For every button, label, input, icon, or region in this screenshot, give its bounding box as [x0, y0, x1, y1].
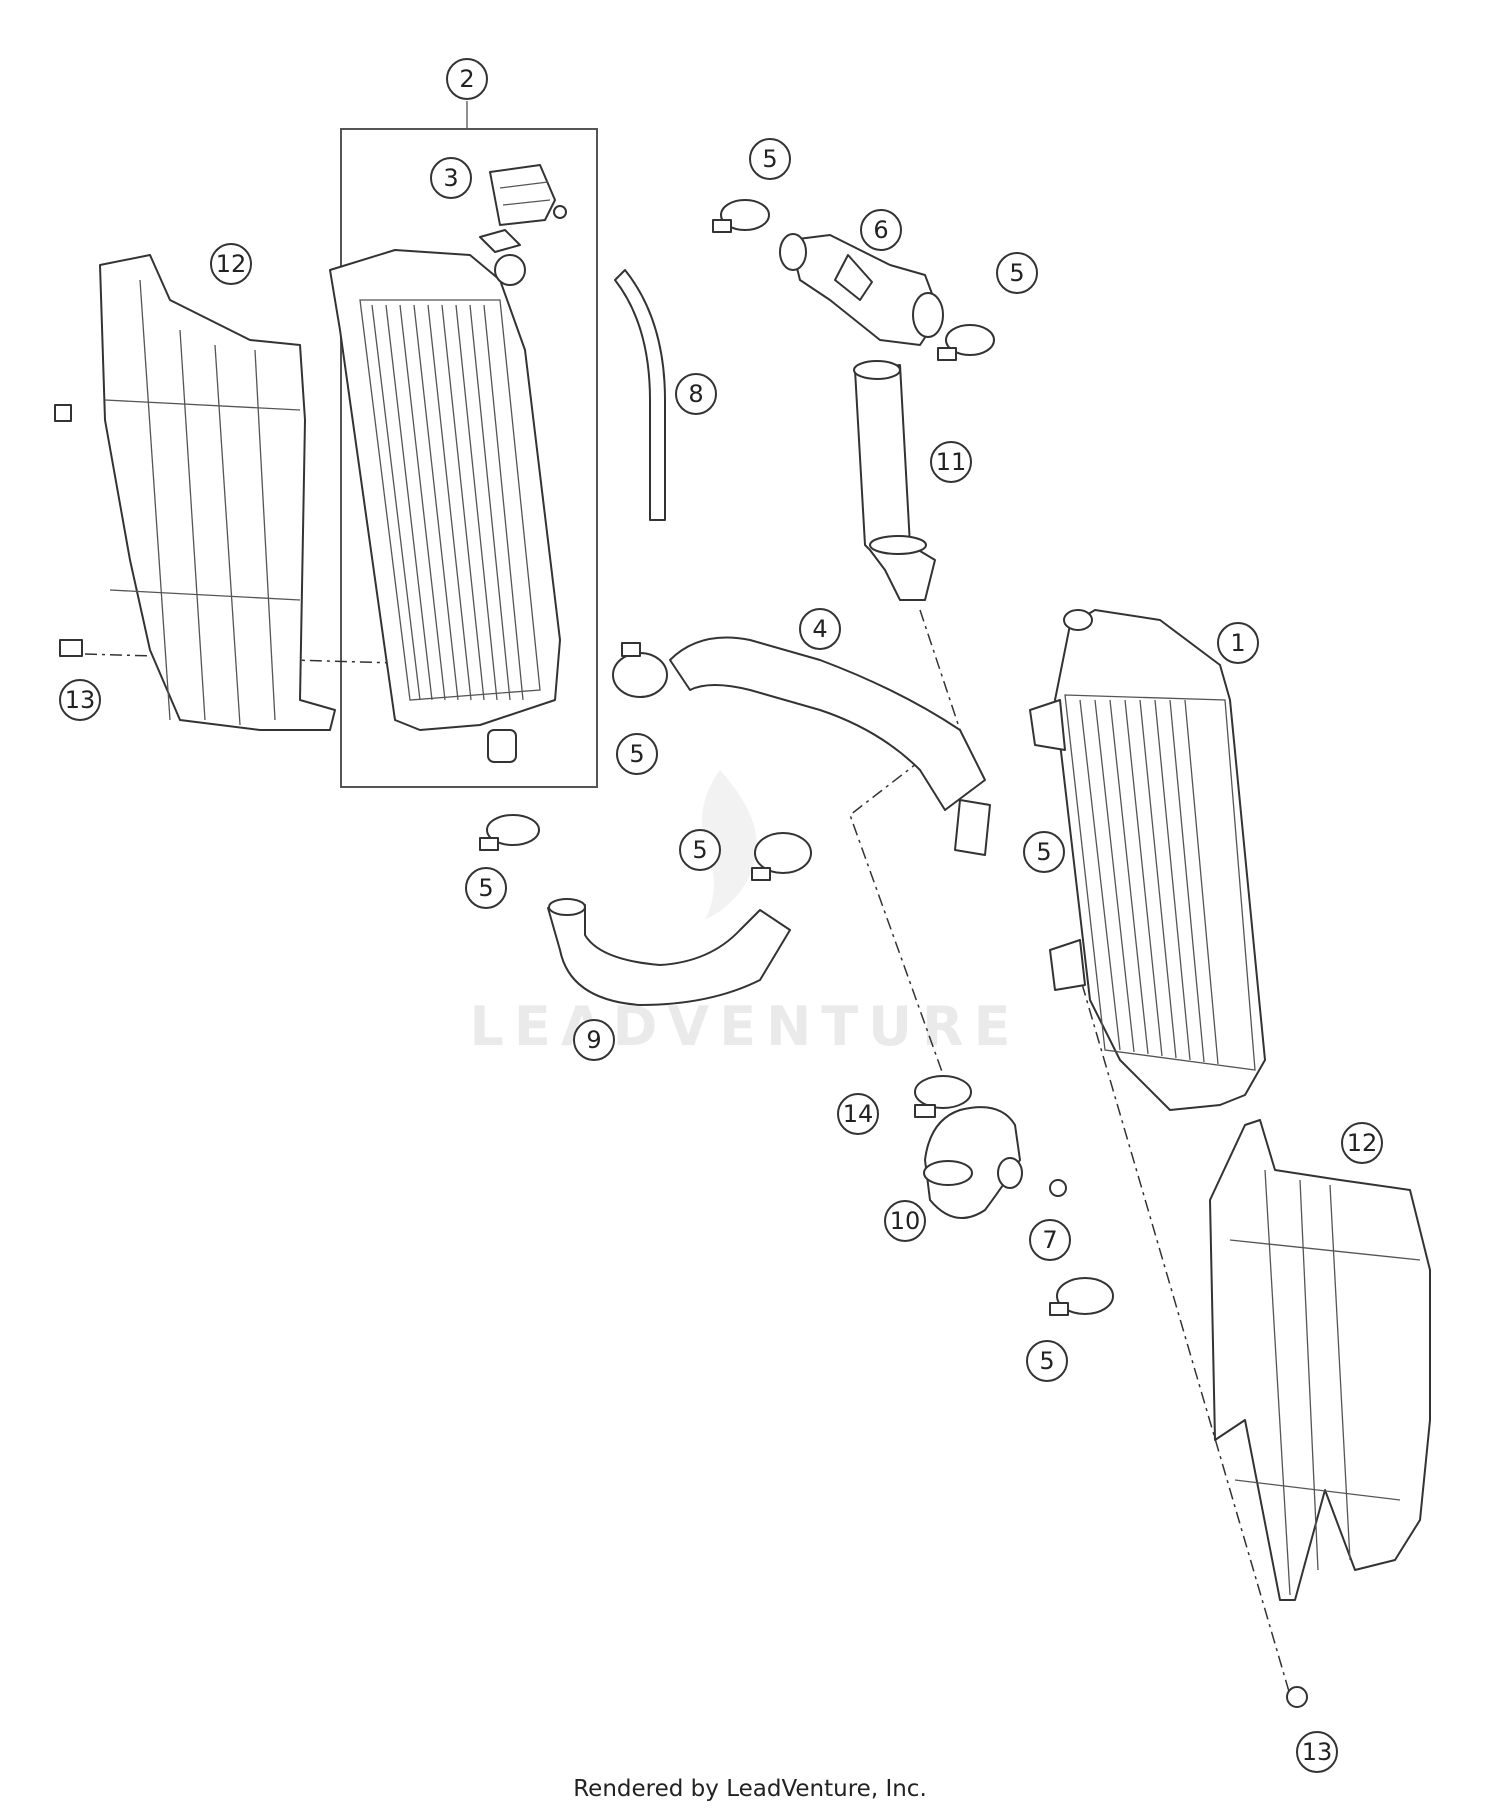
clamp-top-right	[945, 324, 995, 356]
svg-text:6: 6	[873, 216, 888, 244]
svg-text:5: 5	[629, 740, 644, 768]
svg-text:13: 13	[1302, 1738, 1333, 1766]
svg-text:5: 5	[1039, 1347, 1054, 1375]
callout-5-hose-right: 5	[679, 829, 721, 871]
left-radiator	[329, 229, 561, 763]
callout-13-left: 13	[59, 679, 101, 721]
svg-text:5: 5	[1009, 259, 1024, 287]
svg-text:2: 2	[459, 65, 474, 93]
leader-center-hose	[849, 609, 961, 1081]
clamp-part-14	[914, 1075, 972, 1109]
callout-5-mid-left: 5	[616, 733, 658, 775]
o-ring	[1049, 1179, 1067, 1197]
svg-text:12: 12	[1347, 1129, 1378, 1157]
clamp-mid-right	[954, 799, 991, 856]
footer-credit: Rendered by LeadVenture, Inc.	[573, 1776, 927, 1802]
svg-text:5: 5	[1036, 838, 1051, 866]
svg-text:13: 13	[65, 686, 96, 714]
svg-text:8: 8	[688, 380, 703, 408]
callout-11: 11	[930, 441, 972, 483]
clamp-top-left-screw	[712, 219, 732, 233]
callout-12-left: 12	[210, 243, 252, 285]
callout-6: 6	[860, 209, 902, 251]
upper-connector-hose	[779, 233, 944, 346]
callout-1: 1	[1217, 622, 1259, 664]
callout-9: 9	[573, 1019, 615, 1061]
left-radiator-shroud	[54, 254, 336, 731]
svg-text:5: 5	[762, 145, 777, 173]
svg-text:3: 3	[443, 164, 458, 192]
clamp-hose-9-left-screw	[479, 837, 499, 851]
elbow-connector	[923, 1106, 1023, 1219]
callout-5-top-right: 5	[996, 252, 1038, 294]
clamp-part-14-screw	[914, 1104, 936, 1118]
callout-5-hose-left: 5	[465, 867, 507, 909]
watermark-text: LEADVENTURE	[470, 995, 1021, 1058]
svg-text:7: 7	[1042, 1226, 1057, 1254]
callout-5-mid-right: 5	[1023, 831, 1065, 873]
clamp-hose-9-left	[486, 814, 540, 846]
svg-text:4: 4	[812, 615, 827, 643]
callout-8: 8	[675, 373, 717, 415]
clamp-mid-left	[612, 652, 668, 698]
svg-text:9: 9	[586, 1026, 601, 1054]
svg-text:12: 12	[216, 250, 247, 278]
lower-hose	[547, 904, 791, 1006]
clamp-hose-9-right-screw	[751, 867, 771, 881]
clamp-mid-left-screw	[621, 642, 641, 657]
svg-text:5: 5	[478, 874, 493, 902]
callout-5-lower: 5	[1026, 1340, 1068, 1382]
clamp-lower-screw	[1049, 1302, 1069, 1316]
svg-text:14: 14	[843, 1100, 874, 1128]
leader-right-mount	[1074, 959, 1291, 1696]
svg-text:1: 1	[1230, 629, 1245, 657]
svg-text:11: 11	[936, 448, 967, 476]
part-2-group-box	[340, 128, 598, 788]
radiator-cap	[489, 164, 567, 226]
lower-hose-end	[548, 898, 586, 916]
svg-text:5: 5	[692, 836, 707, 864]
callout-12-right: 12	[1341, 1122, 1383, 1164]
callout-5-top-left: 5	[749, 138, 791, 180]
callout-4: 4	[799, 608, 841, 650]
callout-7: 7	[1029, 1219, 1071, 1261]
right-radiator	[1029, 609, 1266, 1111]
callout-10: 10	[884, 1200, 926, 1242]
callout-3: 3	[430, 157, 472, 199]
callout-13-right: 13	[1296, 1731, 1338, 1773]
right-radiator-shroud	[1209, 1119, 1431, 1708]
coolant-pipe	[853, 360, 936, 601]
watermark: LEADVENTURE	[470, 770, 1021, 1058]
clamp-lower	[1056, 1277, 1114, 1315]
clamp-hose-9-right	[754, 832, 812, 874]
callout-2: 2	[446, 58, 488, 100]
vent-hose	[614, 269, 666, 521]
callout-14: 14	[837, 1093, 879, 1135]
clamp-top-left	[720, 199, 770, 231]
upper-radiator-hose	[669, 636, 986, 811]
clamp-top-right-screw	[937, 347, 957, 361]
svg-text:10: 10	[890, 1207, 921, 1235]
hose-clamps	[479, 199, 1114, 1316]
